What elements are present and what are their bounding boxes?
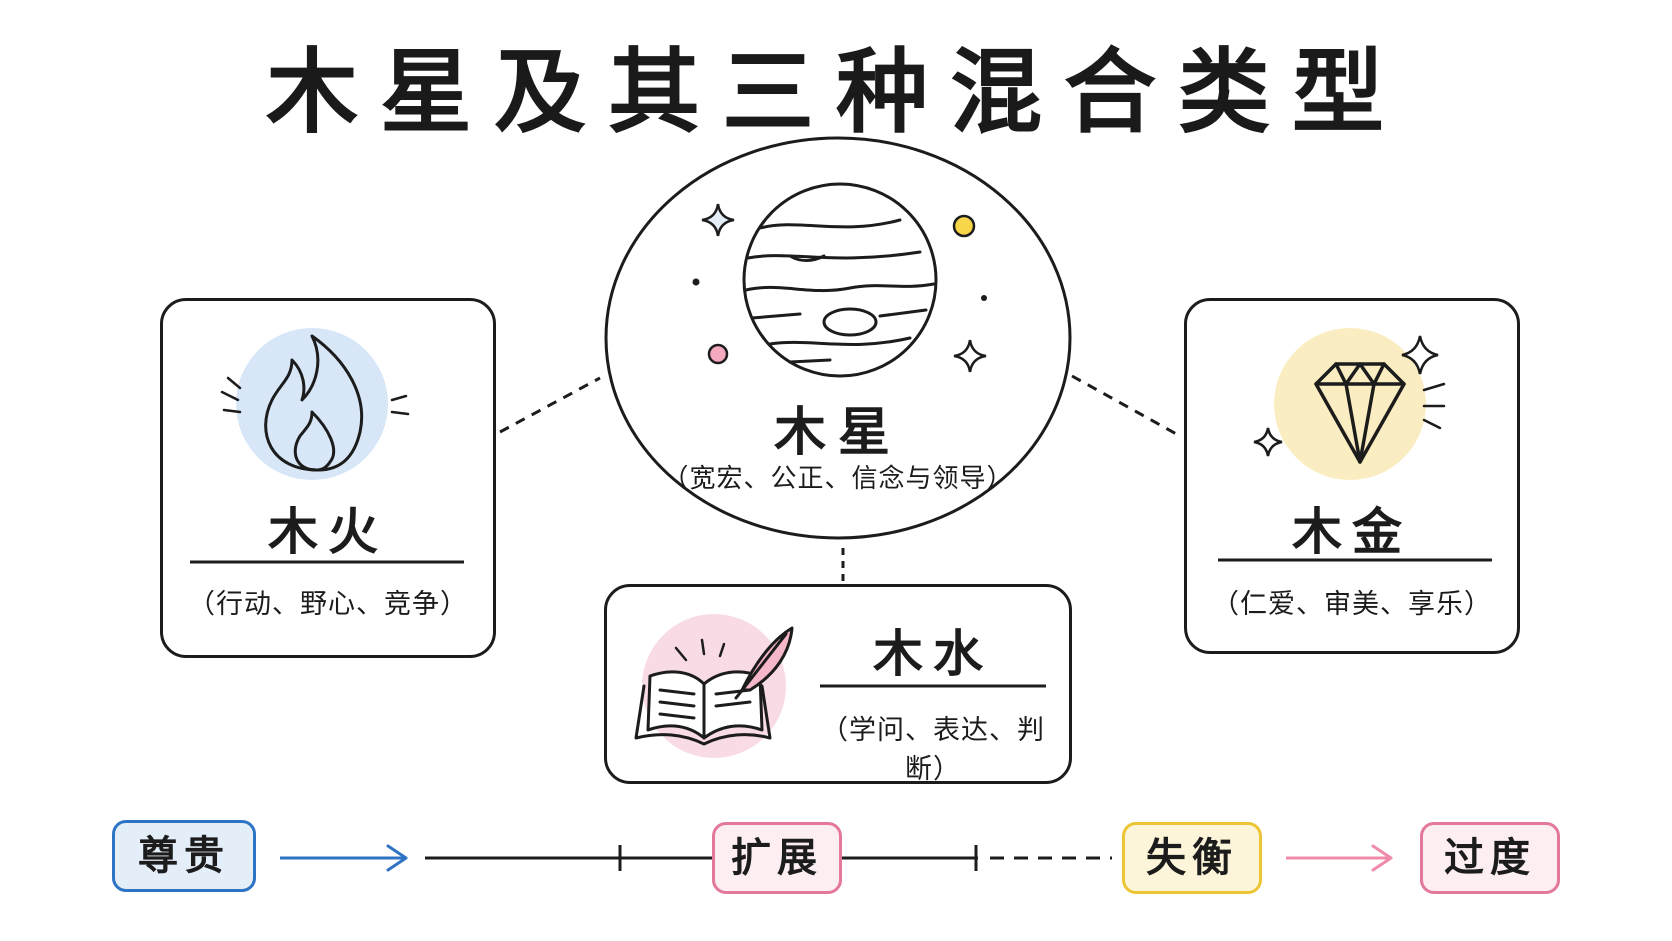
sparkle-icon-metal-left — [1253, 427, 1283, 457]
book-shine-marks — [674, 638, 726, 662]
dot-small-right — [981, 295, 987, 301]
dot-small-left — [692, 278, 700, 286]
diamond-icon — [1314, 362, 1406, 464]
dot-pink — [707, 343, 729, 365]
arrow-blue — [280, 844, 408, 872]
connector-center-fire — [499, 376, 601, 434]
arrow-pink — [1286, 844, 1393, 872]
sparkle-icon-metal-top — [1401, 335, 1439, 375]
card-wood-fire-desc: （行动、野心、竞争） — [188, 589, 468, 620]
card-wood-metal-desc: （仁爱、审美、享乐） — [1212, 589, 1492, 620]
scale-pill-expand: 扩展 — [712, 822, 842, 894]
card-wood-fire-name: 木火 — [268, 503, 388, 561]
connector-center-metal — [1071, 374, 1181, 438]
scale-pill-noble: 尊贵 — [112, 820, 256, 892]
scale-pill-excess: 过度 — [1420, 822, 1560, 894]
diamond-shine-marks — [1422, 382, 1446, 430]
sparkle-icon-left — [701, 203, 735, 237]
card-wood-water-desc: （学问、表达、判断） — [821, 715, 1045, 785]
card-wood-water-name: 木水 — [873, 625, 993, 683]
page-title: 木星及其三种混合类型 — [265, 39, 1406, 146]
center-name: 木星 — [773, 403, 902, 463]
book-quill-icon — [634, 626, 794, 746]
dot-yellow — [952, 214, 976, 238]
flame-icon — [264, 334, 363, 472]
jupiter-planet-icon — [742, 182, 938, 378]
card-wood-metal-name: 木金 — [1292, 503, 1412, 561]
sparkle-icon-right — [953, 339, 987, 373]
center-desc: （宽宏、公正、信念与领导） — [662, 464, 1014, 494]
flame-motion-marks — [220, 376, 410, 416]
scale-pill-imbalance: 失衡 — [1122, 822, 1262, 894]
